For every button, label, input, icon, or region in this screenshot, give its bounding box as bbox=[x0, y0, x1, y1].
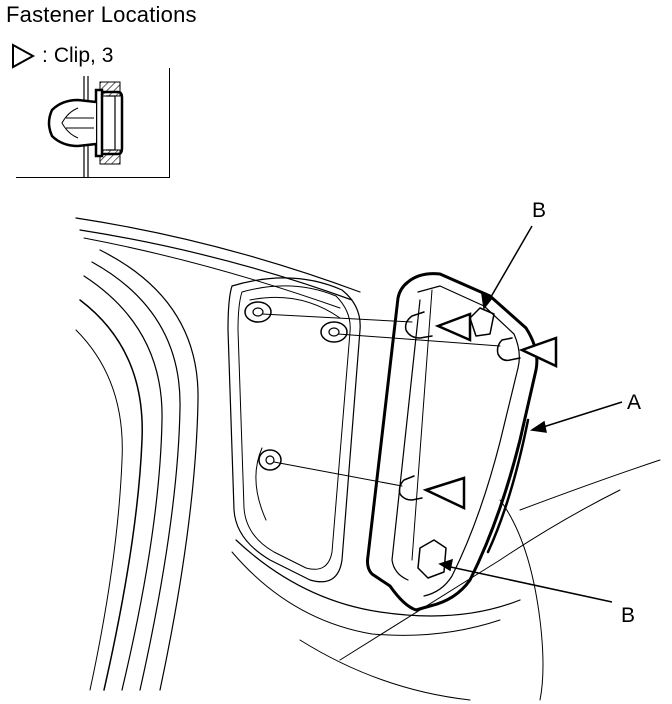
clip-triangle-2 bbox=[518, 336, 558, 368]
legend-label: Clip, 3 bbox=[53, 44, 114, 67]
clip-triangle-3 bbox=[422, 476, 466, 510]
arrowhead-b-top bbox=[481, 292, 494, 310]
leader-b-bottom bbox=[445, 565, 613, 603]
arrowhead-a bbox=[529, 420, 547, 433]
clip-detail-drawing bbox=[47, 76, 124, 178]
clip-detail-inset bbox=[16, 68, 170, 178]
page-title: Fastener Locations bbox=[6, 2, 197, 27]
clip-triangle-1 bbox=[434, 312, 472, 342]
callout-b-top: B bbox=[532, 199, 547, 222]
leader-b-top bbox=[487, 225, 533, 303]
leader-a bbox=[539, 401, 623, 429]
callout-a: A bbox=[627, 391, 642, 414]
arrowhead-b-bottom bbox=[438, 558, 453, 572]
legend-separator: : bbox=[42, 44, 48, 67]
clip-triangle-icon bbox=[10, 43, 36, 69]
callout-b-bottom: B bbox=[621, 604, 636, 627]
legend-row: : Clip, 3 bbox=[10, 42, 113, 70]
